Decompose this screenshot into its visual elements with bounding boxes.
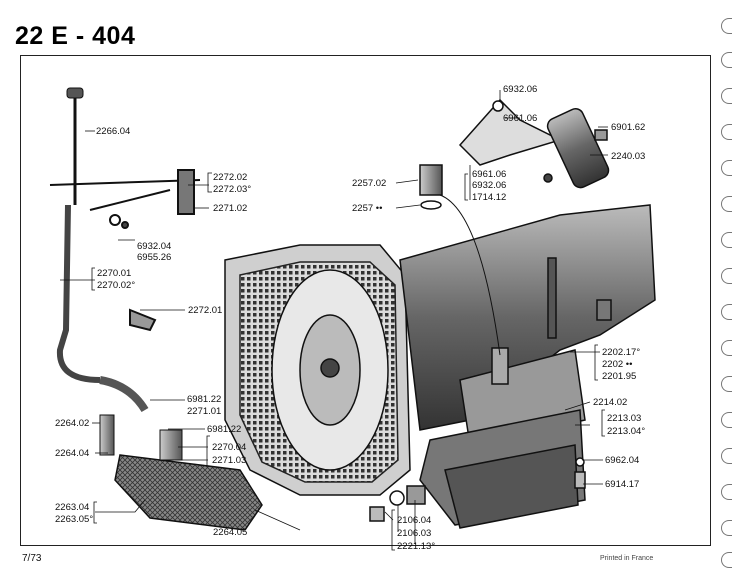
callout-label: 2240.03 <box>611 151 645 162</box>
callout-label: 2221.13° <box>397 541 435 552</box>
callout-label: 2270.01 <box>97 268 131 279</box>
leader-lines <box>60 90 608 544</box>
binder-ring <box>721 196 732 212</box>
binder-ring <box>721 484 732 500</box>
callout-label: 2270.02° <box>97 280 135 291</box>
binder-ring <box>721 448 732 464</box>
printed-note: Printed in France <box>600 555 654 562</box>
callout-label: 6955.26 <box>137 252 171 263</box>
callout-label: 1714.12 <box>472 192 506 203</box>
sensor-switch <box>419 164 501 356</box>
callout-label: 2264.05 <box>213 527 247 538</box>
binder-ring <box>721 52 732 68</box>
callout-label: 2271.01 <box>187 406 221 417</box>
callout-label: 6961.06 <box>472 169 506 180</box>
binder-ring <box>721 124 732 140</box>
callout-label: 2106.04 <box>397 515 431 526</box>
callout-label: 2263.04 <box>55 502 89 513</box>
callout-label: 6962.04 <box>605 455 639 466</box>
transmission-housing <box>224 204 656 529</box>
callout-label: 2213.03 <box>607 413 641 424</box>
page-number: 7/73 <box>22 553 42 564</box>
binder-ring <box>721 88 732 104</box>
callout-label: 2213.04° <box>607 426 645 437</box>
callout-label: 2263.05° <box>55 514 93 525</box>
callout-label: 2272.03° <box>213 184 251 195</box>
callout-label: 2270.04 <box>212 442 246 453</box>
callout-label: 6914.17 <box>605 479 639 490</box>
callout-label: 6961.06 <box>503 113 537 124</box>
callout-label: 6981.22 <box>187 394 221 405</box>
callout-label: 2264.02 <box>55 418 89 429</box>
callout-label: 2272.01 <box>188 305 222 316</box>
binder-ring <box>721 268 732 284</box>
callout-label: 2266.04 <box>96 126 130 137</box>
linkage <box>49 169 201 332</box>
callout-label: 2201.95 <box>602 371 636 382</box>
binder-ring <box>721 412 732 428</box>
binder-ring <box>721 160 732 176</box>
callout-label: 6932.06 <box>503 84 537 95</box>
callout-label: 2271.02 <box>213 203 247 214</box>
binder-ring <box>721 304 732 320</box>
binder-ring <box>721 18 732 34</box>
callout-label: 6932.06 <box>472 180 506 191</box>
callout-label: 6981.22 <box>207 424 241 435</box>
diagram-frame <box>20 55 711 546</box>
binder-ring <box>721 520 732 536</box>
callout-label: 2202 •• <box>602 359 632 370</box>
page-title: 22 E - 404 <box>15 22 136 50</box>
binder-ring <box>721 232 732 248</box>
binder-ring <box>721 376 732 392</box>
callout-label: 2272.02 <box>213 172 247 183</box>
dipstick <box>56 87 149 413</box>
callout-brackets <box>91 172 605 551</box>
binder-ring <box>721 552 732 568</box>
plug-bolts <box>369 129 612 522</box>
binder-ring <box>721 340 732 356</box>
callout-label: 6901.62 <box>611 122 645 133</box>
callout-label: 2271.03 <box>212 455 246 466</box>
oil-filter <box>99 414 263 531</box>
callout-label: 2106.03 <box>397 528 431 539</box>
callout-label: 2214.02 <box>593 397 627 408</box>
callout-label: 6932.04 <box>137 241 171 252</box>
callout-label: 2264.04 <box>55 448 89 459</box>
callout-label: 2257 •• <box>352 203 382 214</box>
callout-label: 2257.02 <box>352 178 386 189</box>
callout-label: 2202.17° <box>602 347 640 358</box>
